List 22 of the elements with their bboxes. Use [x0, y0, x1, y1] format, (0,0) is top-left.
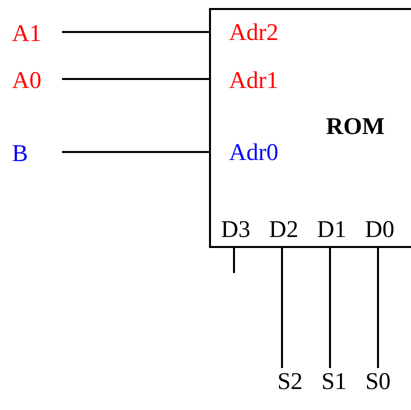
signal-label: S2 — [272, 368, 308, 398]
memory-block — [209, 8, 411, 248]
address-pin-label: Adr2 — [211, 19, 311, 47]
signal-label: S1 — [316, 368, 352, 398]
wire — [329, 248, 331, 368]
address-pin-label: Adr0 — [211, 139, 311, 167]
wire — [62, 151, 211, 153]
wire — [62, 31, 211, 33]
wire — [62, 78, 211, 80]
data-pin-label: D2 — [269, 216, 295, 248]
data-pin-label: D3 — [221, 216, 247, 248]
address-pin-label: Adr1 — [211, 67, 311, 95]
wire — [233, 248, 235, 273]
data-pin-label: D0 — [365, 216, 391, 248]
signal-label: A0 — [12, 67, 62, 95]
wire — [281, 248, 283, 368]
data-pin-label: D1 — [317, 216, 343, 248]
block-title: ROM — [326, 113, 385, 141]
signal-label: B — [12, 140, 62, 168]
signal-label: A1 — [12, 20, 62, 48]
signal-label: S0 — [360, 368, 396, 398]
wire — [377, 248, 379, 368]
